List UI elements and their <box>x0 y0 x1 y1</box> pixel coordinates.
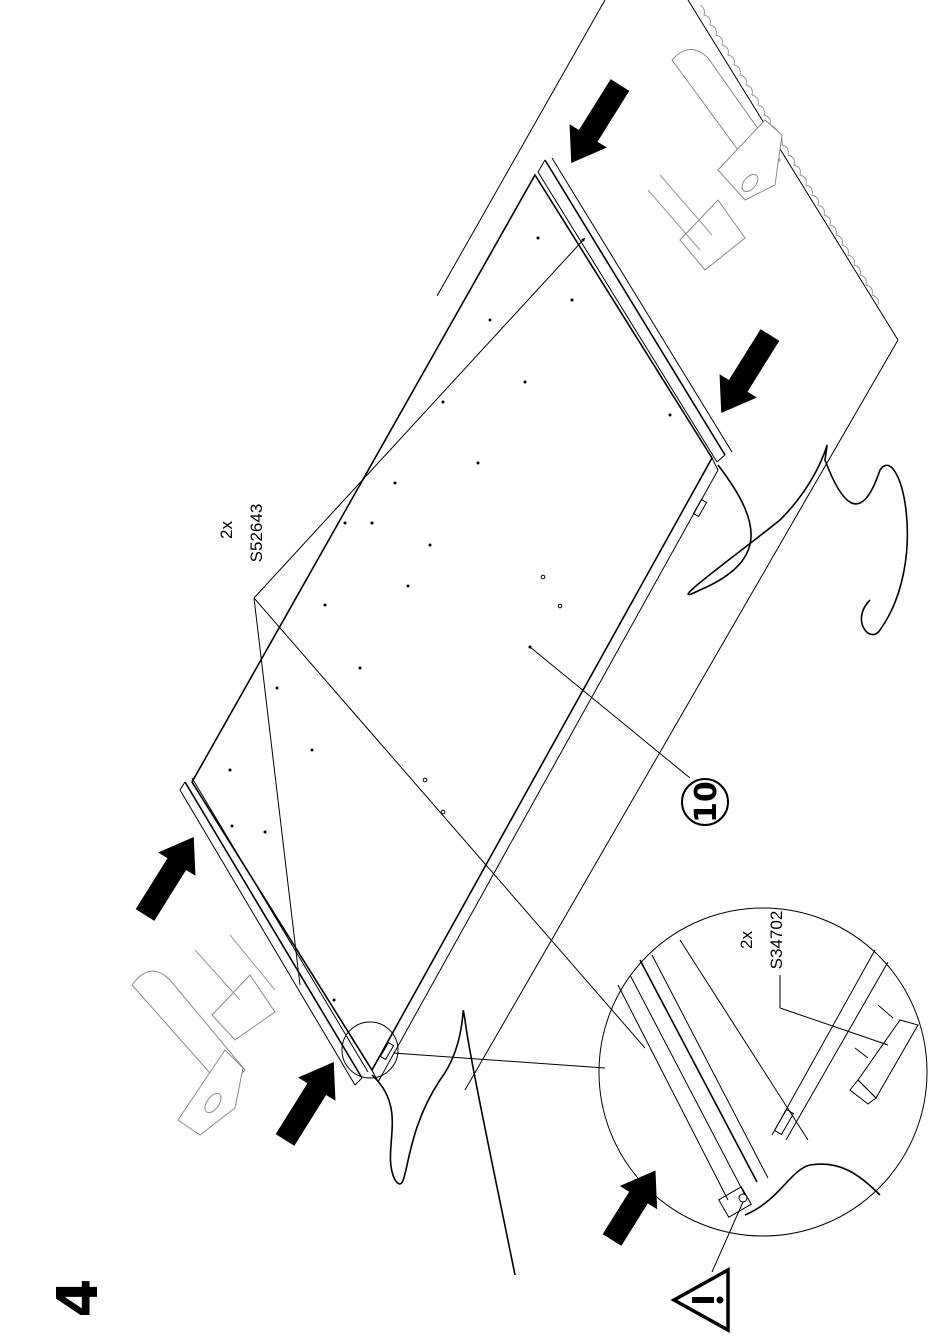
part-code-s34702: S34702 <box>767 911 786 970</box>
push-arrow-icon <box>553 73 639 174</box>
edge-slot <box>693 500 706 517</box>
leader-lines <box>254 238 690 1068</box>
qty-label-s52643: 2x <box>217 521 236 539</box>
push-arrow-icon <box>266 1050 352 1151</box>
connector-s34702 <box>850 1005 918 1104</box>
carpet-fringe <box>700 5 878 305</box>
panel-10 <box>192 175 718 1082</box>
push-arrow-icon <box>703 323 789 424</box>
support-block-bottom <box>132 935 275 1135</box>
edge-rail-top <box>538 158 732 462</box>
qty-label-s34702: 2x <box>737 931 756 949</box>
push-arrow-icon <box>126 825 212 926</box>
panel-holes <box>229 237 672 1002</box>
work-surface <box>437 0 898 1090</box>
step-number: 4 <box>46 1279 111 1318</box>
cable-curves <box>372 445 907 1275</box>
warning-triangle-icon <box>674 1270 728 1330</box>
part-code-s52643: S52643 <box>247 504 266 563</box>
support-block-top <box>648 49 782 270</box>
part-callout-10: 10 <box>682 779 728 825</box>
callout-number: 10 <box>689 781 724 823</box>
